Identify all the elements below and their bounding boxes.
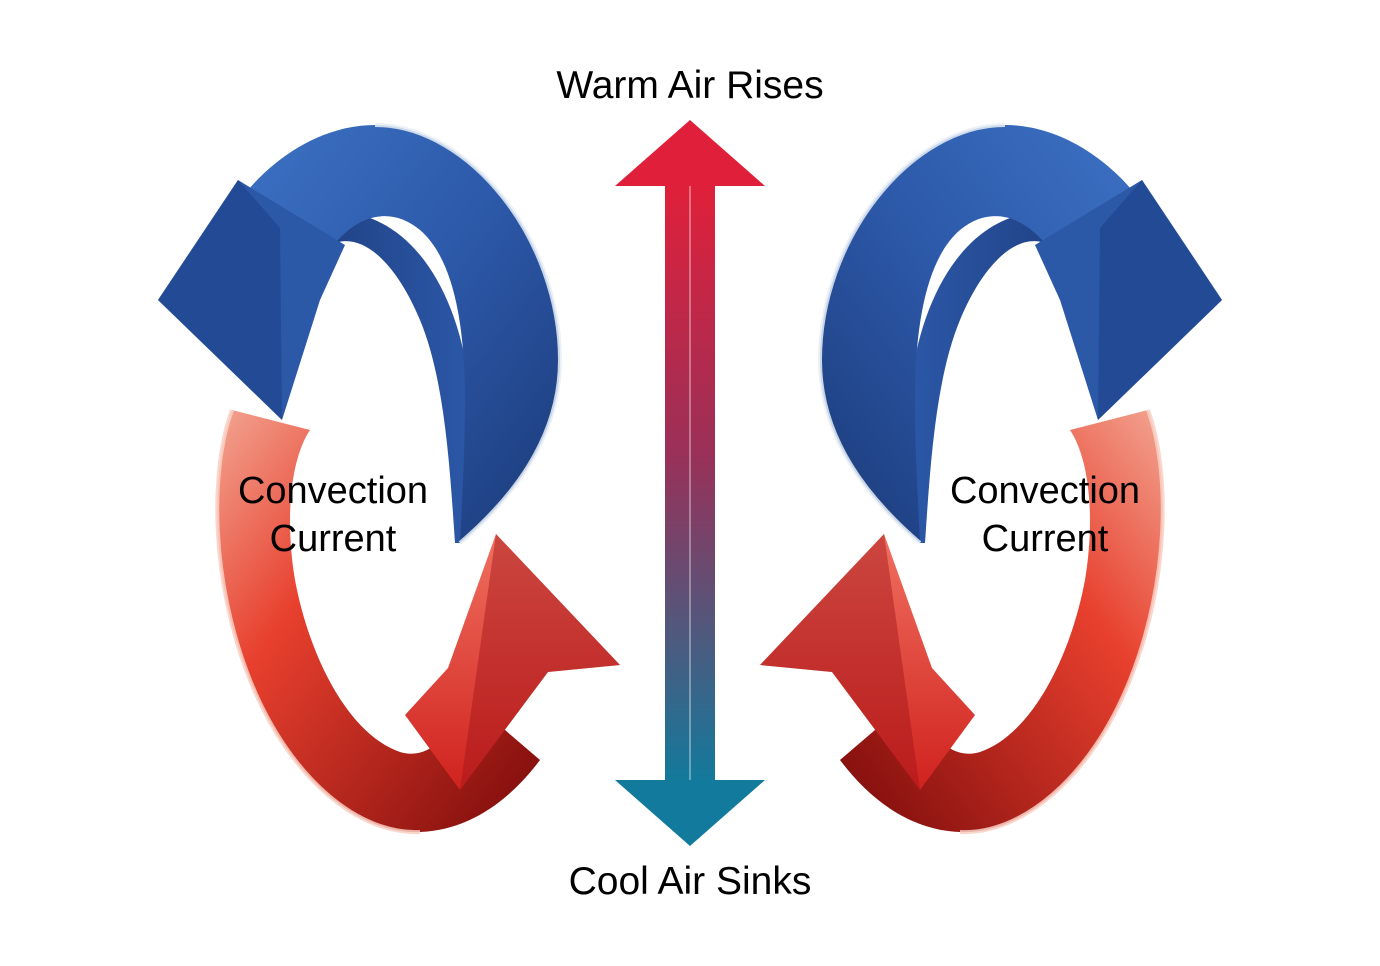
blue-arrow-band [265, 212, 472, 544]
left-cycle-label: Convection Current [203, 467, 463, 563]
down-arrow-head [615, 780, 765, 846]
right-convection-cycle [760, 123, 1222, 835]
red-arrow-head [760, 534, 975, 790]
left-cycle-label-line1: Convection [237, 470, 429, 512]
red-arrow-head [405, 534, 620, 790]
left-convection-cycle [158, 123, 620, 835]
right-cycle-label-line1: Convection [949, 470, 1141, 512]
right-cycle-label: Convection Current [915, 467, 1175, 563]
center-double-arrow [615, 120, 765, 846]
right-cycle-label-line2: Current [981, 518, 1109, 560]
blue-arrow-band [908, 212, 1115, 544]
warm-air-rises-label: Warm Air Rises [556, 64, 824, 107]
left-cycle-label-line2: Current [269, 518, 397, 560]
blue-arrow-body [820, 125, 1140, 543]
cool-air-sinks-label: Cool Air Sinks [568, 860, 812, 903]
arrow-shaft [665, 184, 715, 782]
blue-arrow-body [240, 125, 560, 543]
up-arrow-head [615, 120, 765, 186]
